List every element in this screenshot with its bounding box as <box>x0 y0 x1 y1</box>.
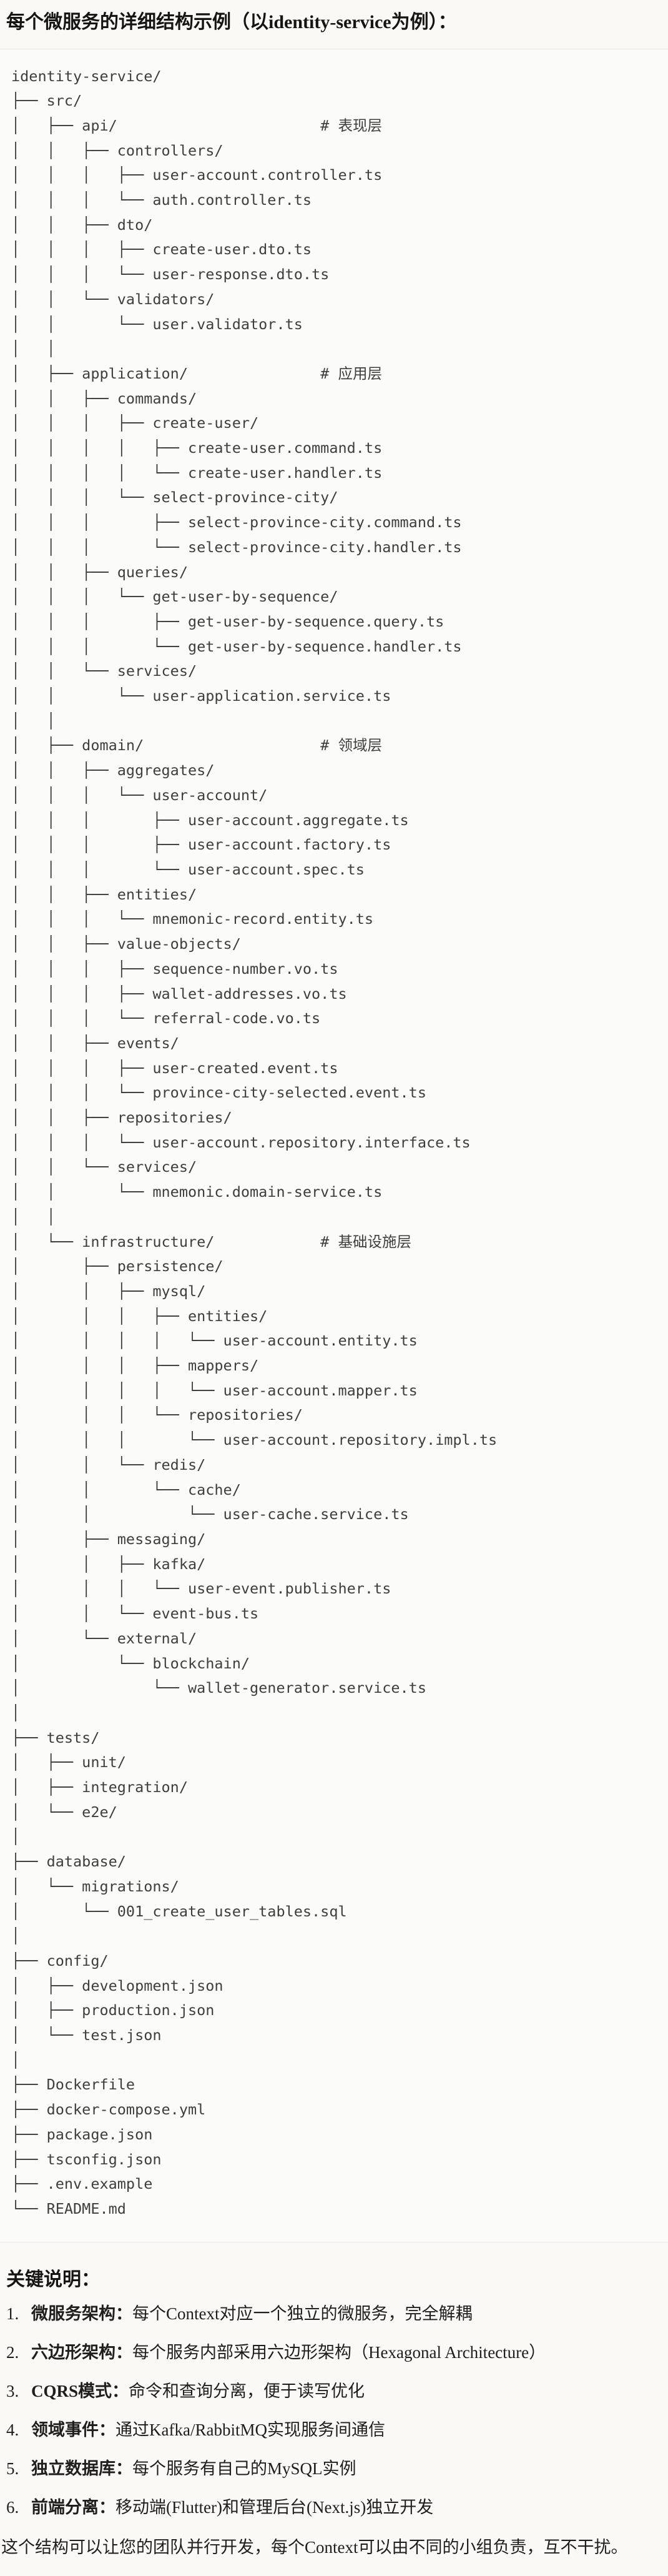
list-item-label: 独立数据库： <box>31 2459 132 2478</box>
list-item: 6. 前端分离：移动端(Flutter)和管理后台(Next.js)独立开发 <box>6 2495 662 2520</box>
list-item: 5. 独立数据库：每个服务有自己的MySQL实例 <box>6 2456 662 2481</box>
document: 每个微服务的详细结构示例（以identity-service为例）： ident… <box>0 10 668 2560</box>
list-item: 4. 领域事件：通过Kafka/RabbitMQ实现服务间通信 <box>6 2417 662 2442</box>
list-item-label: CQRS模式： <box>31 2381 129 2400</box>
list-item-number: 6. <box>6 2497 19 2517</box>
page-title: 每个微服务的详细结构示例（以identity-service为例）： <box>6 12 457 32</box>
list-item-detail: 每个Context对应一个独立的微服务，完全解耦 <box>132 2304 473 2323</box>
list-item-detail: 命令和查询分离，便于读写优化 <box>129 2381 365 2400</box>
list-item-label: 微服务架构： <box>31 2304 132 2323</box>
list-item: 3. CQRS模式：命令和查询分离，便于读写优化 <box>6 2379 662 2404</box>
code-block: identity-service/ ├── src/ │ ├── api/ # … <box>0 48 668 2242</box>
list-item-label: 前端分离： <box>31 2497 115 2517</box>
list-item-detail: 每个服务内部采用六边形架构（Hexagonal Architecture） <box>132 2342 546 2362</box>
list-item-text: 六边形架构：每个服务内部采用六边形架构（Hexagonal Architectu… <box>31 2340 546 2365</box>
list-item-label: 六边形架构： <box>31 2342 132 2362</box>
list-item-detail: 通过Kafka/RabbitMQ实现服务间通信 <box>115 2420 385 2439</box>
list-item-number: 3. <box>6 2381 19 2400</box>
list-item-text: 微服务架构：每个Context对应一个独立的微服务，完全解耦 <box>31 2301 473 2326</box>
list-item-label: 领域事件： <box>31 2420 115 2439</box>
list-item-text: 独立数据库：每个服务有自己的MySQL实例 <box>31 2456 356 2481</box>
notes-heading: 关键说明： <box>6 2269 100 2290</box>
list-item-number: 1. <box>6 2304 19 2323</box>
notes-section: 关键说明： 1. 微服务架构：每个Context对应一个独立的微服务，完全解耦 … <box>0 2264 668 2560</box>
list-item-text: 前端分离：移动端(Flutter)和管理后台(Next.js)独立开发 <box>31 2495 433 2520</box>
list-item: 1. 微服务架构：每个Context对应一个独立的微服务，完全解耦 <box>6 2301 662 2326</box>
closing-paragraph: 这个结构可以让您的团队并行开发，每个Context可以由不同的小组负责，互不干扰… <box>1 2537 628 2557</box>
list-item-detail: 移动端(Flutter)和管理后台(Next.js)独立开发 <box>115 2497 434 2517</box>
list-item-number: 4. <box>6 2420 19 2439</box>
directory-tree: identity-service/ ├── src/ │ ├── api/ # … <box>11 67 498 2217</box>
list-item-number: 2. <box>6 2342 19 2362</box>
list-item-number: 5. <box>6 2459 19 2478</box>
list-item: 2. 六边形架构：每个服务内部采用六边形架构（Hexagonal Archite… <box>6 2340 662 2365</box>
list-item-text: 领域事件：通过Kafka/RabbitMQ实现服务间通信 <box>31 2417 385 2442</box>
list-item-detail: 每个服务有自己的MySQL实例 <box>132 2459 356 2478</box>
list-item-text: CQRS模式：命令和查询分离，便于读写优化 <box>31 2379 365 2404</box>
